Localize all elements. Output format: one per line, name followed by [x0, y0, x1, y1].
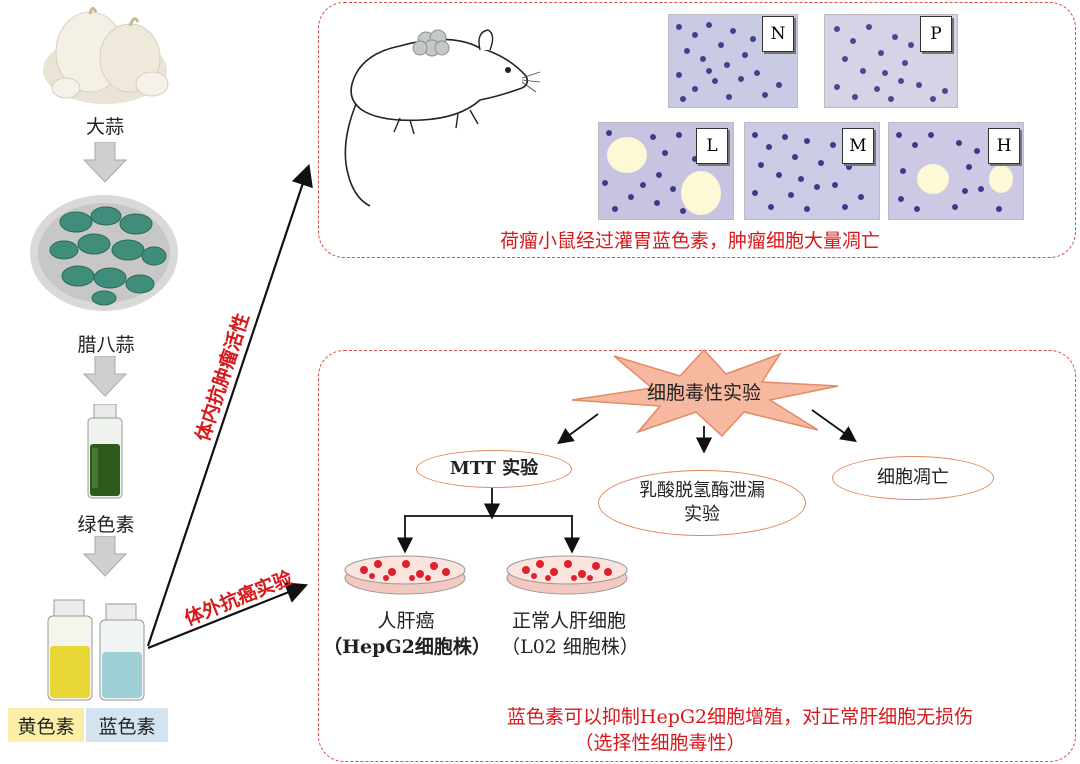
apoptosis-node: 细胞凋亡: [832, 456, 994, 500]
micrograph-tag-L: L: [696, 128, 728, 164]
micrograph-N: [668, 14, 798, 108]
hepg2-label-line2: （HepG2细胞株）: [323, 636, 491, 658]
conclusion-line1: 蓝色素可以抑制HepG2细胞增殖，对正常肝细胞无损伤: [506, 706, 974, 728]
in-vivo-arrow: [146, 163, 313, 647]
in-vivo-panel: [318, 2, 1076, 258]
in-vitro-arrow: [147, 582, 309, 650]
pigment-vials-image: [47, 599, 145, 701]
l02-label-line1: 正常人肝细胞: [511, 610, 626, 632]
down-arrow-icon: [82, 536, 128, 577]
blue-pigment-label: 蓝色素: [86, 708, 168, 742]
micrograph-tag-N: N: [762, 16, 794, 52]
yellow-pigment-label: 黄色素: [8, 708, 84, 742]
micrograph-H: [888, 122, 1024, 220]
apoptosis-label: 细胞凋亡: [877, 466, 949, 488]
l02-label-line2: （L02 细胞株）: [501, 636, 639, 658]
micrograph-tag-P: P: [920, 16, 952, 52]
ldh-assay-label-line1: 乳酸脱氢酶泄漏: [639, 479, 765, 501]
micrograph-tag-H: H: [988, 128, 1020, 164]
petri-dish-l02: [506, 555, 628, 595]
micrograph-tag-M: M: [842, 128, 874, 164]
down-arrow-icon: [82, 356, 128, 397]
ldh-assay-label-line2: 实验: [684, 504, 720, 525]
mtt-assay-node: MTT 实验: [416, 450, 572, 488]
petri-dish-hepg2: [344, 555, 466, 595]
in-vitro-panel: [318, 350, 1076, 762]
cytotoxicity-burst: [571, 348, 839, 438]
garlic-label: 大蒜: [85, 116, 124, 138]
cytotoxicity-label: 细胞毒性实验: [646, 382, 761, 404]
mtt-assay-label: MTT 实验: [449, 457, 539, 479]
laba-garlic-label: 腊八蒜: [77, 334, 135, 356]
down-arrow-icon: [82, 142, 128, 183]
green-pigment-label: 绿色素: [77, 514, 135, 536]
mouse-image: [344, 29, 540, 207]
green-vial-image: [87, 404, 123, 499]
hepg2-label-line1: 人肝癌: [377, 610, 435, 632]
ldh-assay-node: 乳酸脱氢酶泄漏 实验: [598, 470, 806, 536]
in-vivo-caption: 荷瘤小鼠经过灌胃蓝色素，肿瘤细胞大量凋亡: [499, 230, 880, 252]
garlic-image: [43, 7, 169, 104]
laba-garlic-image: [30, 195, 178, 311]
conclusion-line2: （选择性细胞毒性）: [574, 732, 746, 754]
